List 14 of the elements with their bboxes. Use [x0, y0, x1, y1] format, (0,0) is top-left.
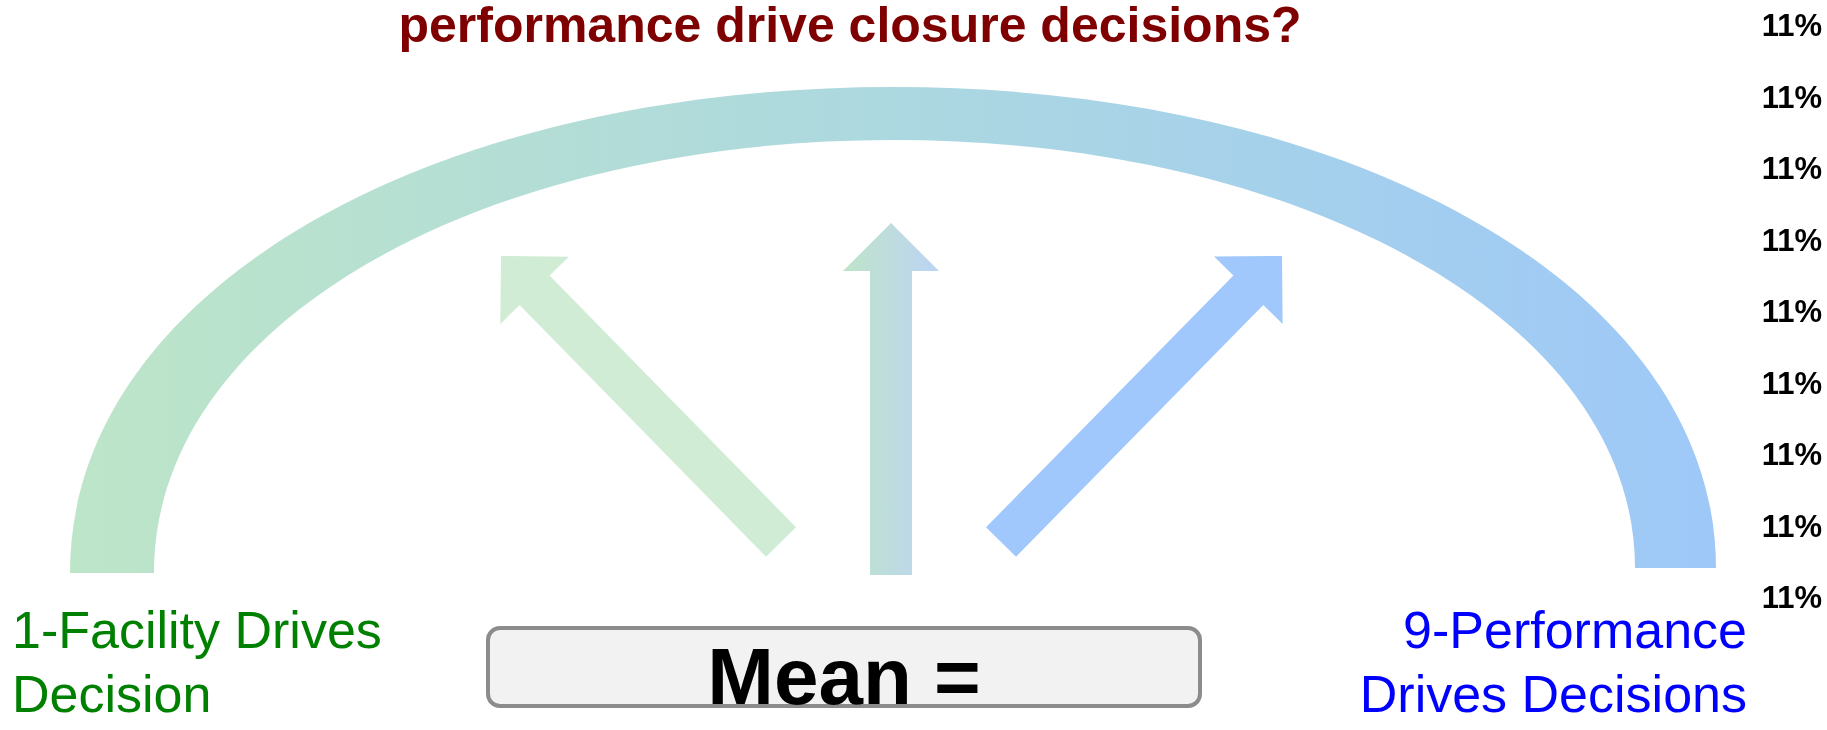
scale-end-label: 9-Performance Drives Decisions — [1358, 600, 1747, 725]
scale-end-label: 1-Facility Drives Decision — [12, 600, 383, 725]
percentage-label: 11% — [1760, 580, 1822, 616]
percentage-label: 11% — [1760, 508, 1822, 545]
percentage-label: 11% — [1760, 365, 1822, 402]
rounded-box — [486, 626, 1202, 708]
percentage-label: 11% — [1760, 294, 1822, 330]
percentage-label: 11% — [1760, 79, 1822, 116]
percentage-label: 11% — [1760, 437, 1822, 473]
percentage-label: 11% — [1760, 151, 1822, 187]
mean-label: Mean = — [707, 637, 981, 717]
percentage-label: 11% — [1760, 222, 1822, 259]
title: performance drive closure decisions? — [397, 0, 1303, 54]
percentage-label: 11% — [1760, 8, 1822, 44]
